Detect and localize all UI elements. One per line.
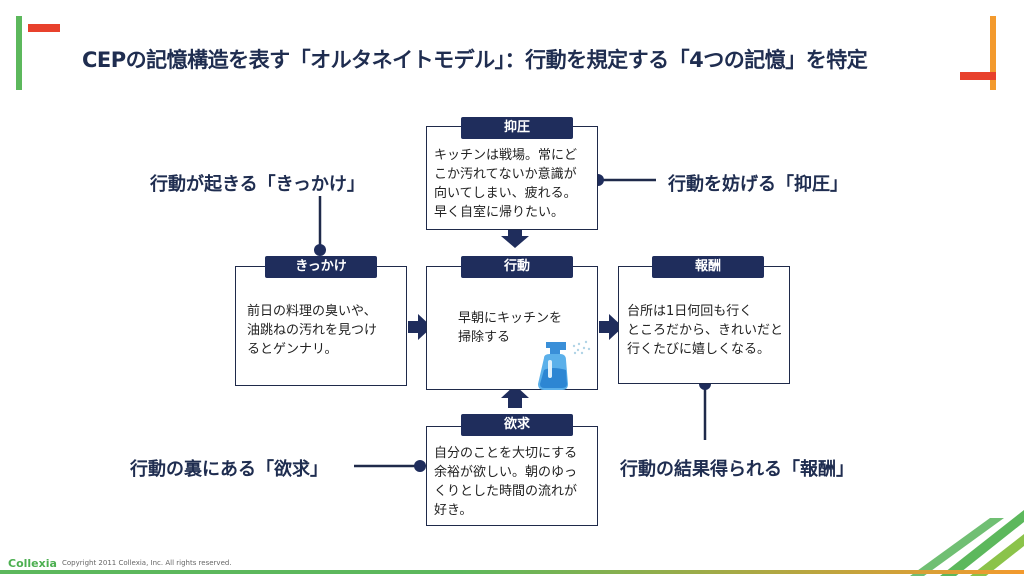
suppression-box [426,126,598,230]
trigger-box [235,266,407,386]
reward-box [618,266,790,384]
copyright-text: Copyright 2011 Collexia, Inc. All rights… [62,559,232,567]
desire-text: 自分のことを大切にする 余裕が欲しい。朝のゆっ くりとした時間の流れが 好き。 [434,446,578,518]
reward-text: 台所は1日何回も行く ところだから、きれいだと 行くたびに嬉しくなる。 [627,304,784,357]
trigger-caption: 行動が起きる「きっかけ」 [150,174,365,195]
suppression-label: 抑圧 [461,117,573,139]
suppression-caption: 行動を妨げる「抑圧」 [668,174,848,195]
page-title: CEPの記憶構造を表す「オルタネイトモデル」：行動を規定する「4つの記憶」を特定 [82,48,868,72]
decor-left-bracket [16,16,60,90]
reward-caption: 行動の結果得られる「報酬」 [620,459,854,480]
action-box [426,266,598,390]
reward-label: 報酬 [652,256,764,278]
spray-bottle-icon [538,340,591,390]
action-label: 行動 [461,256,573,278]
trigger-label: きっかけ [265,256,377,278]
company-logo: Collexia [8,557,57,570]
suppression-text: キッチンは戦場。常にど こか汚れてないか意識が 向いてしまい、疲れる。 早く自室… [434,148,578,220]
action-text: 早朝にキッチンを 掃除する [458,311,563,345]
bottom-rule [0,570,1024,574]
trigger-text: 前日の料理の臭いや、 油跳ねの汚れを見つけ るとゲンナリ。 [247,304,378,357]
desire-caption: 行動の裏にある「欲求」 [130,459,328,480]
desire-label: 欲求 [461,414,573,436]
decor-right-bracket [960,16,996,90]
decor-bottom-stripes [910,510,1024,576]
